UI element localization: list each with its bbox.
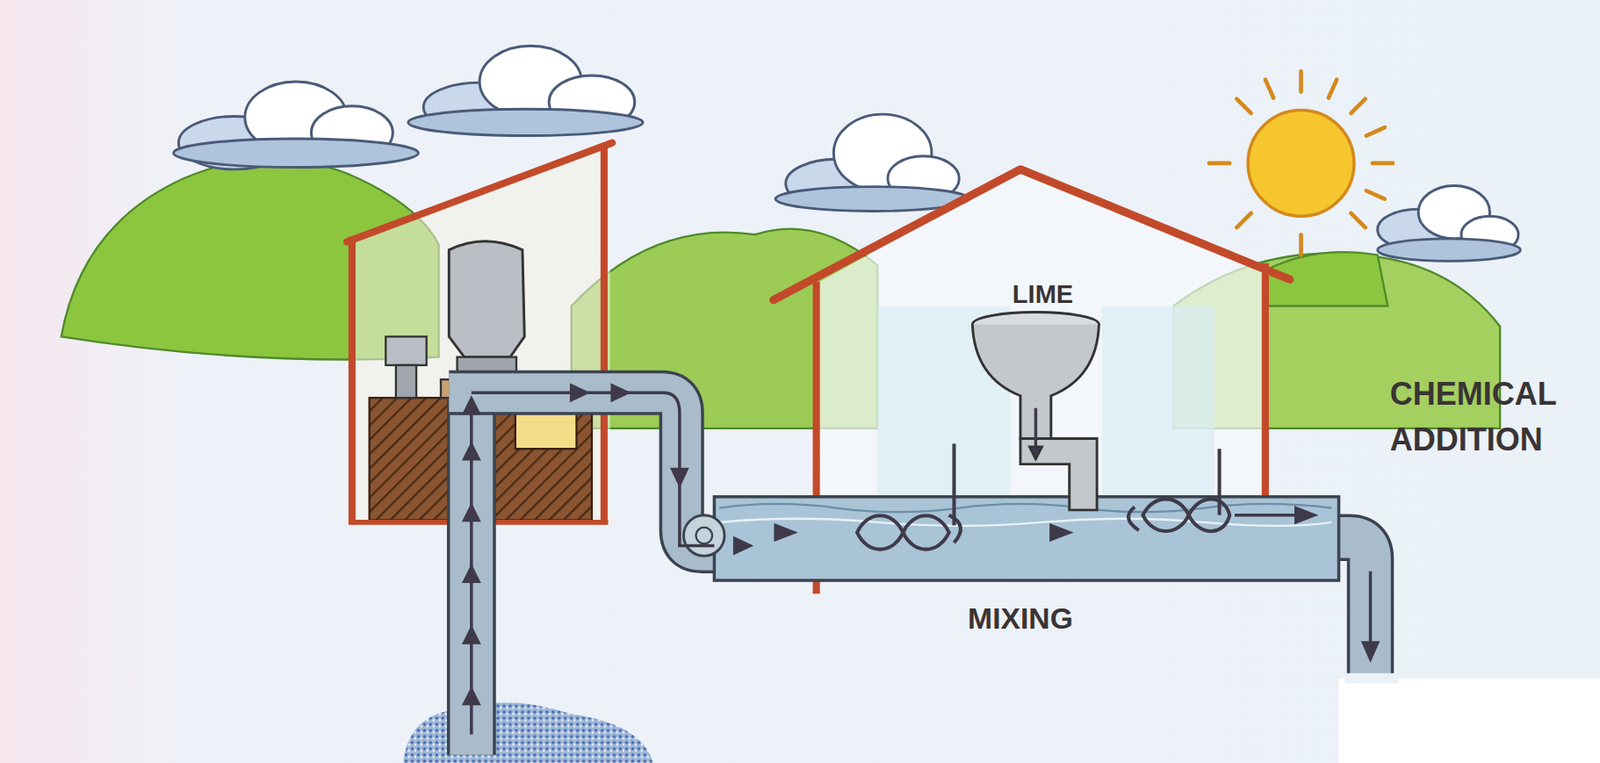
cloud <box>408 45 643 136</box>
cloud <box>173 81 419 170</box>
aquifer <box>403 702 654 763</box>
flow-arrows <box>464 385 1378 735</box>
cloud <box>1377 185 1521 261</box>
mixers <box>857 443 1230 549</box>
mixing-tank <box>684 497 1340 581</box>
cloud <box>775 114 970 211</box>
clouds <box>173 45 1521 261</box>
pipes <box>448 392 1399 755</box>
illustration-label: LIME <box>1001 275 1084 313</box>
sun <box>1209 71 1393 255</box>
page-margin <box>1339 678 1600 763</box>
lime-hopper <box>972 311 1099 510</box>
illustration-label: CHEMICAL ADDITION <box>1390 372 1594 464</box>
illustration-label: MIXING <box>908 597 1133 641</box>
